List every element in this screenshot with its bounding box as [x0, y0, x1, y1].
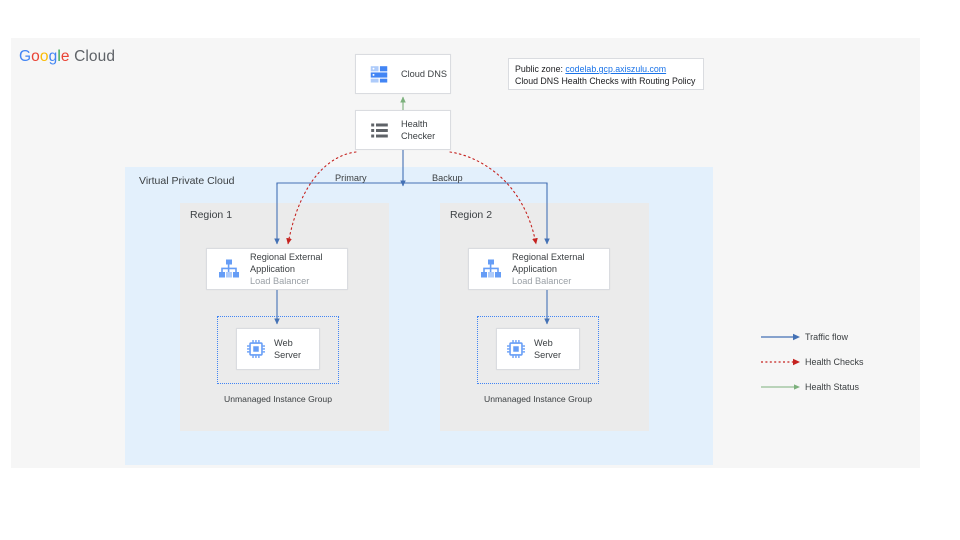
public-zone-link[interactable]: codelab.gcp.axiszulu.com: [565, 64, 667, 74]
google-cloud-logo: Google Cloud: [19, 48, 115, 66]
unmanaged-instance-group-1-label: Unmanaged Instance Group: [224, 394, 332, 404]
load-balancer-icon: [469, 257, 509, 281]
health-checks-arrow-icon: [761, 358, 800, 366]
public-zone-note-line2: Cloud DNS Health Checks with Routing Pol…: [515, 76, 696, 86]
lb1-line1: Regional External: [250, 251, 323, 262]
logo-letter-g2: g: [48, 48, 58, 65]
ws1-line2: Server: [274, 350, 302, 360]
web-server-chip-icon: [497, 338, 532, 360]
node-web-server-region-2[interactable]: Web Server: [496, 328, 580, 370]
node-web-server-region-1[interactable]: Web Server: [236, 328, 320, 370]
region-1-label: Region 1: [190, 209, 233, 221]
lb1-sub: Load Balancer: [250, 276, 310, 287]
lb2-sub: Load Balancer: [512, 276, 572, 287]
edge-label-primary: Primary: [335, 173, 367, 183]
logo-letter-l: l: [57, 48, 61, 65]
node-load-balancer-region-1[interactable]: Regional External Application Load Balan…: [206, 248, 348, 290]
logo-letter-e: e: [60, 48, 70, 65]
lb1-line2: Application: [250, 263, 295, 274]
public-zone-note: Public zone: codelab.gcp.axiszulu.com Cl…: [508, 58, 704, 90]
ws1-line1: Web: [274, 337, 293, 348]
node-cloud-dns[interactable]: Cloud DNS: [355, 54, 451, 94]
legend: Traffic flow Health Checks Health Status: [760, 330, 920, 405]
unmanaged-instance-group-1-boundary: [217, 316, 339, 384]
unmanaged-instance-group-2-label: Unmanaged Instance Group: [484, 394, 592, 404]
traffic-flow-arrow-icon: [761, 333, 800, 341]
health-checker-list-icon: [356, 120, 396, 141]
region-2-label: Region 2: [450, 209, 493, 221]
legend-label-health-checks: Health Checks: [805, 357, 864, 367]
vpc-label: Virtual Private Cloud: [139, 175, 235, 187]
logo-letter-o1: o: [31, 48, 40, 65]
web-server-chip-icon: [237, 338, 272, 360]
cloud-dns-label: Cloud DNS: [401, 68, 447, 79]
logo-letter-o2: o: [39, 48, 49, 65]
lb2-line2: Application: [512, 263, 557, 274]
load-balancer-region-2-label: Regional External Application Load Balan…: [509, 251, 585, 288]
unmanaged-instance-group-2-boundary: [477, 316, 599, 384]
node-health-checker[interactable]: Health Checker: [355, 110, 451, 150]
legend-item-health-checks: Health Checks: [760, 355, 920, 380]
edge-label-backup: Backup: [432, 173, 463, 183]
legend-label-traffic-flow: Traffic flow: [805, 332, 849, 342]
health-checker-label-line1: Health: [401, 118, 428, 129]
logo-word-cloud: Cloud: [69, 48, 116, 65]
node-load-balancer-region-2[interactable]: Regional External Application Load Balan…: [468, 248, 610, 290]
web-server-region-2-label: Web Server: [532, 337, 561, 361]
web-server-region-1-label: Web Server: [272, 337, 301, 361]
health-checker-label-line2: Checker: [401, 131, 436, 141]
cloud-dns-icon: [356, 63, 396, 85]
lb2-line1: Regional External: [512, 251, 585, 262]
load-balancer-region-1-label: Regional External Application Load Balan…: [247, 251, 323, 288]
ws2-line1: Web: [534, 337, 553, 348]
load-balancer-icon: [207, 257, 247, 281]
legend-item-traffic-flow: Traffic flow: [760, 330, 920, 355]
public-zone-label: Public zone:: [515, 64, 563, 74]
logo-letter-g: G: [19, 48, 32, 65]
legend-label-health-status: Health Status: [805, 382, 860, 392]
legend-item-health-status: Health Status: [760, 380, 920, 405]
ws2-line2: Server: [534, 350, 562, 360]
health-status-arrow-icon: [761, 384, 800, 390]
health-checker-label: Health Checker: [396, 118, 435, 142]
